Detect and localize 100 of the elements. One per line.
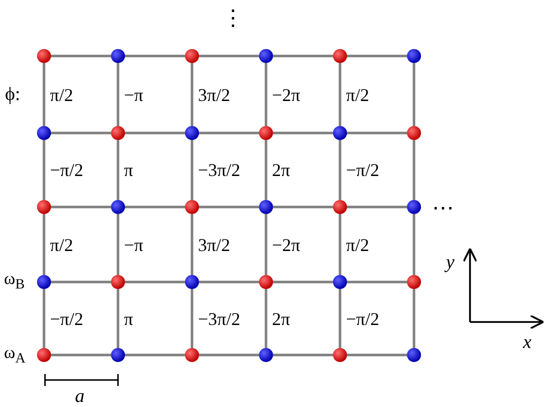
- lattice-bond: [116, 140, 120, 200]
- lattice-bond: [125, 354, 185, 356]
- phase-value: −π/2: [50, 310, 84, 328]
- lattice-bond: [199, 280, 259, 284]
- lattice-bond: [264, 63, 268, 126]
- lattice-bond: [264, 140, 268, 200]
- lattice-site: [37, 348, 51, 362]
- lattice-bond: [51, 280, 111, 284]
- lattice-site: [185, 49, 199, 63]
- lattice-bond: [199, 206, 259, 208]
- lattice-site: [259, 200, 273, 214]
- frequency-label: ω$_{A}$: [4, 344, 26, 366]
- phase-value: −3π/2: [198, 161, 240, 179]
- lattice-bond: [116, 63, 120, 126]
- lattice-site: [259, 348, 273, 362]
- phase-label: ϕ:: [5, 84, 20, 104]
- lattice-site: [333, 348, 347, 362]
- lattice-bond: [116, 289, 120, 348]
- lattice-bond: [264, 289, 268, 348]
- lattice-bond: [190, 140, 194, 200]
- axis-label: y: [446, 252, 454, 272]
- axis-label: x: [523, 332, 532, 352]
- lattice-bond: [273, 280, 333, 284]
- lattice-bond: [190, 214, 194, 275]
- lattice-site: [407, 275, 421, 289]
- phase-value: 3π/2: [198, 86, 230, 104]
- lattice-bond: [338, 140, 342, 200]
- ellipsis: ⋮: [222, 7, 244, 29]
- phase-value: 2π: [272, 161, 290, 179]
- lattice-bond: [412, 63, 416, 126]
- lattice-bond: [347, 354, 407, 356]
- lattice-bond: [42, 63, 46, 126]
- lattice-site: [407, 49, 421, 63]
- phase-value: −2π: [272, 236, 300, 254]
- lattice-site: [37, 49, 51, 63]
- phase-value: −3π/2: [198, 310, 240, 328]
- phase-value: −π/2: [50, 161, 84, 179]
- lattice-bond: [347, 132, 407, 134]
- lattice-bond: [347, 54, 407, 58]
- lattice-bond: [338, 289, 342, 348]
- lattice-bond: [273, 206, 333, 208]
- lattice-site: [111, 275, 125, 289]
- lattice-site: [111, 49, 125, 63]
- lattice-bond: [264, 214, 268, 275]
- lattice-site: [37, 275, 51, 289]
- lattice-bond: [125, 280, 185, 284]
- lattice-bond: [190, 63, 194, 126]
- lattice-bond: [51, 206, 111, 208]
- phase-value: −π/2: [346, 310, 380, 328]
- lattice-site: [111, 200, 125, 214]
- lattice-bond: [338, 63, 342, 126]
- lattice-site: [259, 49, 273, 63]
- phase-value: π: [124, 310, 134, 328]
- lattice-bond: [42, 140, 46, 200]
- lattice-bond: [347, 280, 407, 284]
- lattice-bond: [116, 214, 120, 275]
- phase-value: 3π/2: [198, 236, 230, 254]
- lattice-site: [333, 275, 347, 289]
- lattice-bond: [347, 206, 407, 208]
- phase-value: π/2: [346, 86, 370, 104]
- phase-value: π/2: [50, 86, 74, 104]
- lattice-site: [407, 348, 421, 362]
- lattice-site: [37, 200, 51, 214]
- lattice-site: [111, 126, 125, 140]
- lattice-bond: [273, 354, 333, 356]
- phase-value: −π/2: [346, 161, 380, 179]
- phase-value: π: [124, 161, 134, 179]
- lattice-bond: [199, 132, 259, 134]
- lattice-site: [259, 126, 273, 140]
- lattice-site: [407, 200, 421, 214]
- lattice-site: [259, 275, 273, 289]
- lattice-bond: [125, 132, 185, 134]
- lattice-site: [333, 200, 347, 214]
- lattice-bond: [125, 54, 185, 58]
- lattice-bond: [51, 132, 111, 134]
- lattice-bond: [42, 214, 46, 275]
- phase-value: −2π: [272, 86, 300, 104]
- lattice-site: [111, 348, 125, 362]
- lattice-site: [185, 275, 199, 289]
- dimension-label: a: [75, 386, 84, 406]
- lattice-bond: [190, 289, 194, 348]
- lattice-bond: [125, 206, 185, 208]
- lattice-bond: [412, 214, 416, 275]
- lattice-site: [185, 200, 199, 214]
- lattice-site: [333, 49, 347, 63]
- phase-value: −π: [124, 236, 144, 254]
- lattice-bond: [412, 140, 416, 200]
- lattice-bond: [273, 132, 333, 134]
- phase-value: π/2: [50, 236, 74, 254]
- lattice-bond: [199, 354, 259, 356]
- frequency-label: ω$_{B}$: [4, 270, 25, 292]
- lattice-bond: [51, 54, 111, 58]
- lattice-bond: [42, 289, 46, 348]
- lattice-bond: [338, 214, 342, 275]
- lattice-bond: [51, 354, 111, 356]
- phase-value: −π: [124, 86, 144, 104]
- lattice-site: [333, 126, 347, 140]
- phase-value: 2π: [272, 310, 290, 328]
- lattice-site: [407, 126, 421, 140]
- lattice-bond: [412, 289, 416, 348]
